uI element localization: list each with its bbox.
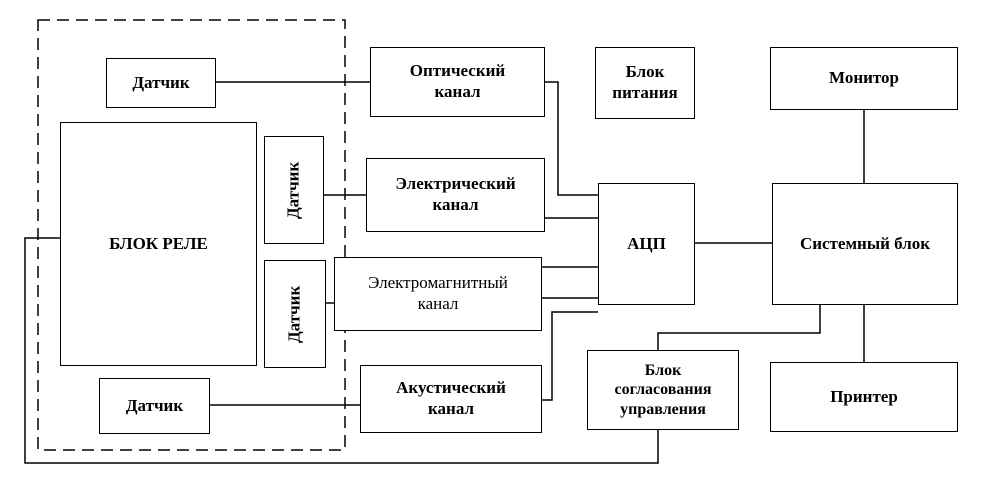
sensor-top: Датчик [106,58,216,108]
power-block-label: Блок питания [612,62,678,102]
electromagnetic-channel: Электромагнитный канал [334,257,542,331]
sensor-top-label: Датчик [132,72,190,92]
adc-label: АЦП [627,233,666,253]
control-matching-block-label: Блок согласования управления [614,362,712,418]
printer: Принтер [770,362,958,432]
power-block: Блок питания [595,47,695,119]
sensor-vertical-1: Датчик [264,136,324,244]
sensor-vertical-2: Датчик [264,260,326,368]
line-control-to-relay [24,237,659,464]
sensor-bottom-label: Датчик [125,395,184,415]
sensor-vertical-2-label: Датчик [284,285,304,343]
sensor-bottom: Датчик [99,378,210,434]
relay-block-label: БЛОК РЕЛЕ [109,233,208,253]
acoustic-channel-label: Акустический канал [396,378,506,418]
sensor-vertical-1-label: Датчик [283,161,303,219]
adc: АЦП [598,183,695,305]
system-unit: Системный блок [772,183,958,305]
electromagnetic-channel-label: Электромагнитный канал [368,273,508,313]
dashed-sensor-boundary [37,19,346,451]
electric-channel-label: Электрический канал [395,174,516,214]
line-system-to-control [657,305,821,350]
printer-label: Принтер [830,386,898,406]
acoustic-channel: Акустический канал [360,365,542,433]
line-acoustic-to-adc [542,311,598,401]
monitor: Монитор [770,47,958,110]
system-unit-label: Системный блок [799,233,931,253]
monitor-label: Монитор [829,68,899,88]
control-matching-block: Блок согласования управления [587,350,739,430]
electric-channel: Электрический канал [366,158,545,232]
relay-block: БЛОК РЕЛЕ [60,122,257,366]
optical-channel: Оптический канал [370,47,545,117]
line-optical-to-adc [545,81,598,196]
optical-channel-label: Оптический канал [409,61,506,101]
